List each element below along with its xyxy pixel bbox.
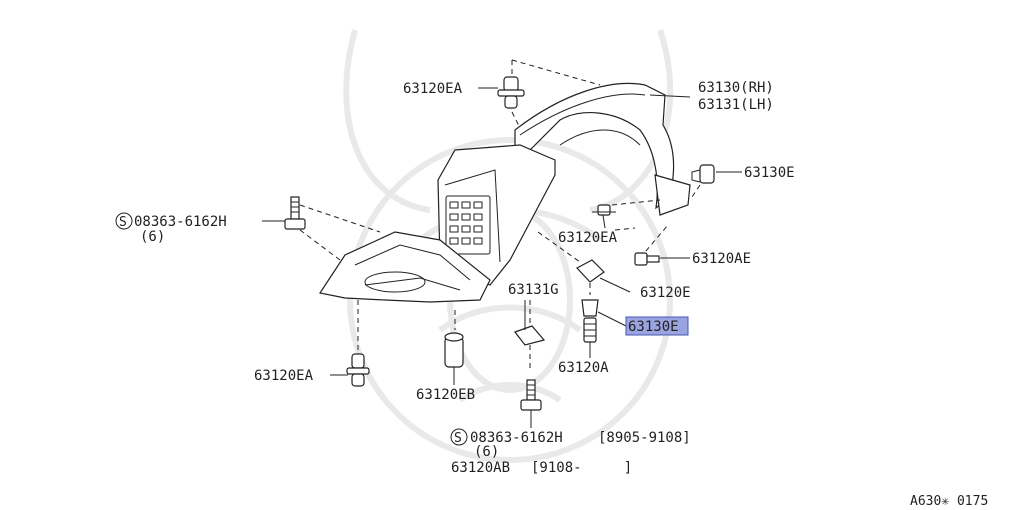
label-63120ea-mid[interactable]: 63120EA [558, 230, 618, 246]
label-63131g[interactable]: 63131G [508, 282, 559, 298]
grommet-63130e-selected[interactable] [581, 299, 599, 317]
rivet-63120eb[interactable] [444, 332, 464, 368]
label-63120eb[interactable]: 63120EB [416, 387, 475, 403]
label-08363-bottom[interactable]: 08363-6162H [470, 430, 563, 446]
clip-63120ea-top[interactable] [497, 76, 525, 109]
clip-63120ea-mid[interactable] [592, 204, 616, 216]
clip-63130e-right[interactable] [691, 164, 715, 184]
selected-part-highlight[interactable] [625, 316, 689, 336]
label-63130-rh[interactable]: 63130(RH) [698, 80, 774, 96]
leader-lines [262, 87, 742, 428]
label-63120ab[interactable]: 63120AB [451, 460, 510, 476]
standard-part-letter-bottom: S [454, 431, 462, 446]
label-63120e[interactable]: 63120E [640, 285, 691, 301]
label-63131-lh[interactable]: 63131(LH) [698, 97, 774, 113]
grille-vents [445, 195, 491, 255]
standard-part-symbol-bottom: S [450, 428, 468, 446]
fender-protector-part [319, 82, 691, 303]
standard-part-symbol-left: S [115, 212, 133, 230]
clip-63131g[interactable] [514, 325, 546, 346]
bolt-08363-left[interactable] [284, 196, 306, 230]
bolt-63120ae[interactable] [634, 252, 660, 266]
label-63120ab-date: [9108- ] [531, 460, 632, 476]
label-63130e-right[interactable]: 63130E [744, 165, 795, 181]
standard-part-letter-left: S [119, 215, 127, 230]
label-63120ea-top[interactable]: 63120EA [403, 81, 463, 97]
label-08363-left-qty: (6) [140, 229, 165, 245]
diagram-code: A630✳ 0175 [910, 494, 988, 509]
label-08363-bottom-date: [8905-9108] [598, 430, 691, 446]
label-63130e-selected[interactable]: 63130E [628, 319, 679, 335]
label-63120a[interactable]: 63120A [558, 360, 609, 376]
label-08363-left[interactable]: 08363-6162H [134, 214, 227, 230]
clip-63120ea-bottom[interactable] [346, 353, 370, 387]
screw-63120a[interactable] [583, 317, 597, 343]
part-labels: 63120EA 63130(RH) 63131(LH) 63130E S 083… [115, 80, 988, 509]
label-63120ae[interactable]: 63120AE [692, 251, 751, 267]
label-63120ea-bottom[interactable]: 63120EA [254, 368, 314, 384]
label-08363-bottom-qty: (6) [474, 444, 499, 460]
clip-63120e[interactable] [576, 259, 605, 283]
